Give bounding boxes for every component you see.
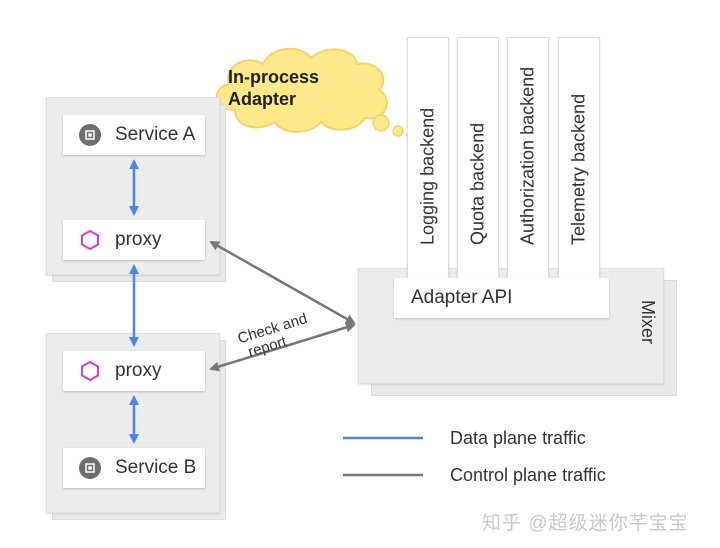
- watermark: 知乎 @超级迷你芊宝宝: [482, 513, 689, 534]
- backend-telemetry[interactable]: Telemetry backend: [558, 37, 600, 279]
- legend-data-plane-label: Data plane traffic: [450, 428, 586, 448]
- cloud-label-line2: Adapter: [228, 89, 297, 109]
- cloud-label: In-process Adapter: [228, 66, 319, 110]
- control-arrow-proxy-a-mixer: [209, 240, 356, 325]
- backend-authorization[interactable]: Authorization backend: [507, 37, 549, 279]
- control-arrow-proxy-b-mixer: [209, 322, 356, 372]
- adapter-api-box[interactable]: Adapter API: [394, 278, 609, 318]
- backend-quota[interactable]: Quota backend: [457, 37, 499, 279]
- cloud-label-line1: In-process: [228, 67, 320, 87]
- proxy-a-label: proxy: [115, 229, 162, 250]
- chip-icon: [79, 457, 101, 479]
- proxy-a-card[interactable]: proxy: [63, 220, 205, 260]
- thought-bubble-dot: [392, 125, 404, 137]
- hexagon-proxy-icon: [79, 229, 101, 251]
- chip-icon: [79, 124, 101, 146]
- adapter-api-label: Adapter API: [411, 287, 513, 308]
- proxy-b-card[interactable]: proxy: [63, 351, 205, 391]
- service-a-card[interactable]: Service A: [63, 115, 205, 155]
- backend-logging[interactable]: Logging backend: [407, 37, 449, 279]
- service-b-card[interactable]: Service B: [63, 448, 205, 488]
- hexagon-proxy-icon: [79, 360, 101, 382]
- legend-control-plane-label: Control plane traffic: [450, 465, 606, 485]
- proxy-b-label: proxy: [115, 360, 162, 381]
- thought-bubble-dot: [372, 114, 390, 132]
- service-a-label: Service A: [115, 124, 196, 145]
- service-b-label: Service B: [115, 457, 197, 478]
